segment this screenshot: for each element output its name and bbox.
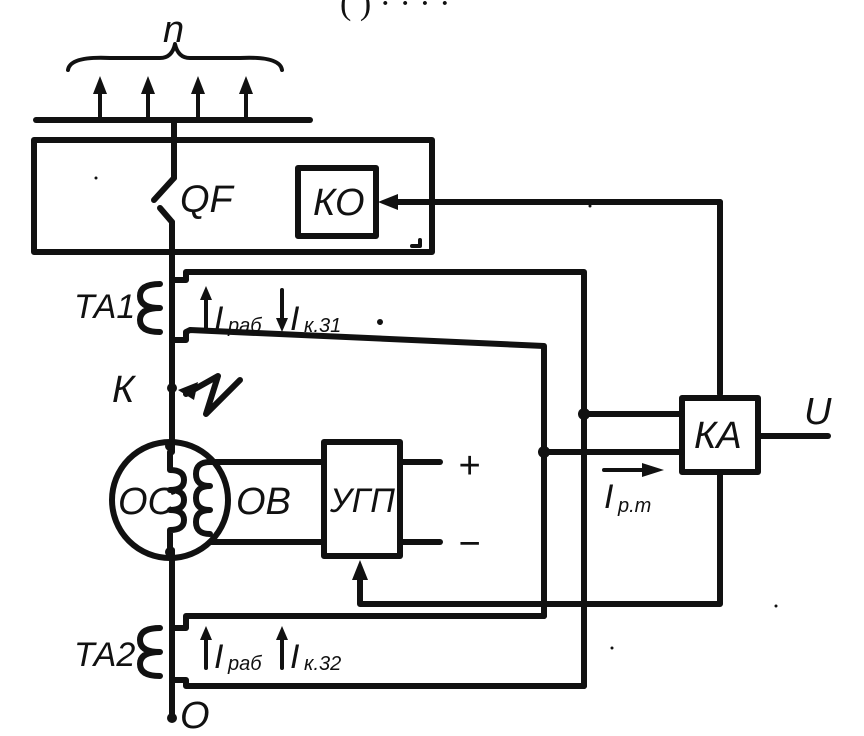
trip-arrow (378, 194, 398, 210)
ct1-secondary-wire-b (169, 327, 547, 619)
relay-label: КА (694, 415, 742, 457)
exciter-control-wire (357, 471, 723, 607)
fault-label: К (112, 369, 137, 411)
mark (410, 238, 422, 248)
ct2-iwork-sub: раб (227, 653, 262, 675)
ct2-ifault: I (290, 638, 300, 676)
ct1-ifault-sub: к.31 (304, 315, 341, 337)
breaker-qf (151, 117, 177, 285)
dot (377, 319, 383, 325)
exciter-control-arrow (352, 560, 368, 580)
ct2-iwork: I (214, 638, 224, 676)
speck (774, 604, 778, 608)
ct2-label: ТА2 (74, 636, 135, 674)
fault-node (167, 383, 177, 393)
fault-arrowhead (178, 382, 198, 400)
ct2-secondary-wire-b (169, 677, 587, 689)
bus-n-label: n (163, 9, 184, 51)
ct1-iwork: I (214, 300, 224, 338)
relay-current-sub: р.т (617, 495, 651, 517)
exciter-label: УГП (329, 482, 395, 520)
header-text: ( ) · · · · (340, 0, 450, 22)
generator-node-top (165, 441, 175, 451)
trip-coil-label: КО (313, 182, 365, 224)
relay-current: I (604, 478, 614, 516)
stator-winding (167, 449, 187, 553)
ct1-ifault: I (290, 300, 300, 338)
ct1-coil (137, 281, 163, 335)
ct2-secondary-wire-a (169, 613, 547, 631)
speck (94, 176, 98, 180)
neutral-node (167, 713, 177, 723)
trip-coil-box (295, 165, 379, 239)
fault-lightning (183, 373, 243, 417)
switchgear-box (31, 137, 435, 255)
junction-a (578, 408, 590, 420)
minus-label: − (458, 523, 480, 565)
ct1-label: ТА1 (74, 288, 135, 326)
ct1-iwork-sub: раб (227, 315, 262, 337)
neutral-label: О (180, 695, 210, 736)
bus-brace (66, 42, 284, 72)
breaker-label: QF (180, 179, 235, 221)
speck (610, 646, 614, 650)
speck (588, 204, 592, 208)
field-label: ОВ (236, 481, 291, 523)
field-winding (193, 459, 213, 537)
relay-output-label: U (804, 391, 832, 433)
stator-label: ОС (118, 481, 176, 523)
junction-b (538, 446, 550, 458)
plus-label: + (458, 445, 480, 487)
ct2-ifault-sub: к.32 (304, 653, 341, 675)
exciter-box (321, 439, 403, 559)
feeder-arrows (93, 76, 253, 122)
ct2-coil (137, 625, 163, 679)
